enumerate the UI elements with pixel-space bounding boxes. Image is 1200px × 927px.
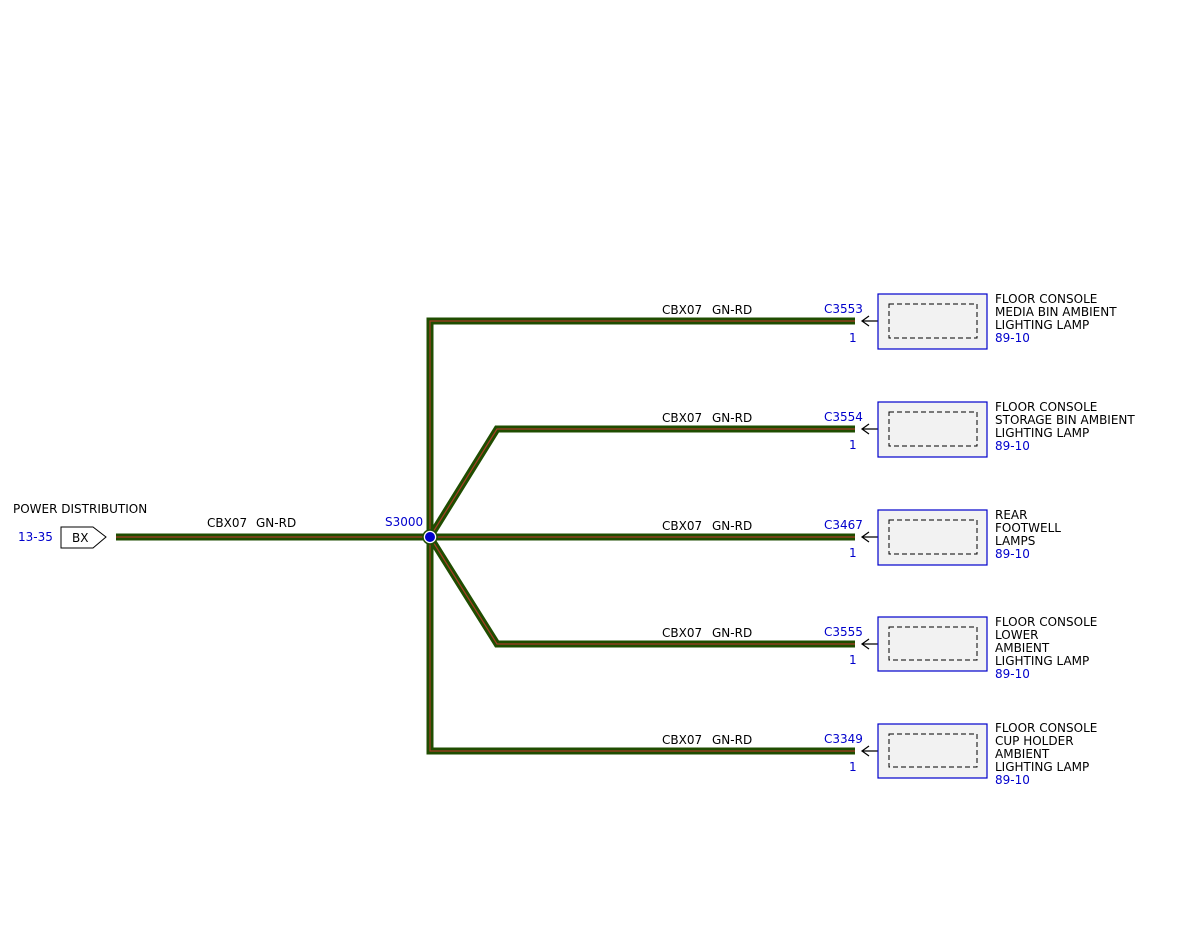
branch-1-name-line-3: LIGHTING LAMP: [995, 318, 1089, 332]
branch-1-name-line-2: MEDIA BIN AMBIENT: [995, 305, 1117, 319]
splice-label[interactable]: S3000: [385, 515, 423, 529]
branch-4-pin: 1: [849, 653, 857, 667]
branch-2-wire-code: CBX07: [662, 411, 702, 425]
branch-4-name-line-3: AMBIENT: [995, 641, 1050, 655]
branch-4: CBX07 GN-RD C3555 1 FLOOR CONSOLE LOWER …: [662, 615, 1097, 681]
wire-branch-2-stripe: [429, 428, 855, 538]
branch-1-component-inner: [888, 303, 978, 339]
branch-1-name-line-1: FLOOR CONSOLE: [995, 292, 1097, 306]
branch-5-wire-code: CBX07: [662, 733, 702, 747]
branch-4-wire-color: GN-RD: [712, 626, 752, 640]
source-wire-code: CBX07: [207, 516, 247, 530]
branch-5: CBX07 GN-RD C3349 1 FLOOR CONSOLE CUP HO…: [662, 721, 1097, 787]
wire-branch-2[interactable]: [427, 425, 855, 539]
wire-branch-5-stripe: [429, 537, 855, 752]
branch-3-page-ref[interactable]: 89-10: [995, 547, 1030, 561]
splice-group: S3000: [385, 515, 438, 545]
branch-2-connector-id[interactable]: C3554: [824, 410, 863, 424]
wires-group: [116, 317, 855, 755]
branch-4-component-inner: [888, 626, 978, 661]
source-connector-label: BX: [72, 531, 88, 545]
branch-3-component-inner: [888, 519, 978, 555]
branch-2-wire-color: GN-RD: [712, 411, 752, 425]
branch-2-component-box[interactable]: [877, 401, 988, 458]
wire-branch-4-stripe: [429, 536, 855, 645]
branch-3-wire-color: GN-RD: [712, 519, 752, 533]
branch-4-connector-id[interactable]: C3555: [824, 625, 863, 639]
branch-4-wire-code: CBX07: [662, 626, 702, 640]
branch-5-name-line-2: CUP HOLDER: [995, 734, 1074, 748]
branch-5-name-line-3: AMBIENT: [995, 747, 1050, 761]
branch-1-connector-id[interactable]: C3553: [824, 302, 863, 316]
branch-5-component-box[interactable]: [877, 723, 988, 779]
branch-1-wire-code: CBX07: [662, 303, 702, 317]
branch-4-page-ref[interactable]: 89-10: [995, 667, 1030, 681]
branch-3-connector-id[interactable]: C3467: [824, 518, 863, 532]
branch-3: CBX07 GN-RD C3467 1 REAR FOOTWELL LAMPS …: [662, 508, 1061, 566]
source-wire-color: GN-RD: [256, 516, 296, 530]
branch-1-pin: 1: [849, 331, 857, 345]
branch-2: CBX07 GN-RD C3554 1 FLOOR CONSOLE STORAG…: [662, 400, 1135, 458]
branch-4-name-line-2: LOWER: [995, 628, 1039, 642]
source-title: POWER DISTRIBUTION: [13, 502, 147, 516]
branch-3-pin: 1: [849, 546, 857, 560]
branch-5-connector-id[interactable]: C3349: [824, 732, 863, 746]
branch-3-component-box[interactable]: [877, 509, 988, 566]
bx-connector-shape: [60, 526, 107, 549]
branch-4-name-line-1: FLOOR CONSOLE: [995, 615, 1097, 629]
branch-3-name-line-2: FOOTWELL: [995, 521, 1061, 535]
branch-5-name-line-4: LIGHTING LAMP: [995, 760, 1089, 774]
branch-2-name-line-1: FLOOR CONSOLE: [995, 400, 1097, 414]
branch-2-pin: 1: [849, 438, 857, 452]
wire-branch-1-stripe: [429, 320, 855, 537]
branch-5-component-inner: [888, 733, 978, 768]
branch-4-name-line-4: LIGHTING LAMP: [995, 654, 1089, 668]
branch-2-name-line-3: LIGHTING LAMP: [995, 426, 1089, 440]
branch-4-component-box[interactable]: [877, 616, 988, 672]
branch-5-pin: 1: [849, 760, 857, 774]
wire-branch-4[interactable]: [427, 535, 855, 648]
branch-3-wire-code: CBX07: [662, 519, 702, 533]
branch-3-name-line-1: REAR: [995, 508, 1027, 522]
branch-1-wire-color: GN-RD: [712, 303, 752, 317]
source-connector[interactable]: BX: [60, 526, 107, 549]
branch-1-component-box[interactable]: [877, 293, 988, 350]
branch-1-page-ref[interactable]: 89-10: [995, 331, 1030, 345]
branch-2-page-ref[interactable]: 89-10: [995, 439, 1030, 453]
splice-node[interactable]: [425, 532, 435, 542]
branch-2-name-line-2: STORAGE BIN AMBIENT: [995, 413, 1135, 427]
branch-2-component-inner: [888, 411, 978, 447]
branch-5-wire-color: GN-RD: [712, 733, 752, 747]
branch-5-page-ref[interactable]: 89-10: [995, 773, 1030, 787]
branch-3-name-line-3: LAMPS: [995, 534, 1035, 548]
branch-5-name-line-1: FLOOR CONSOLE: [995, 721, 1097, 735]
source-group: POWER DISTRIBUTION 13-35 BX CBX07 GN-RD: [13, 502, 296, 549]
branch-1: CBX07 GN-RD C3553 1 FLOOR CONSOLE MEDIA …: [662, 292, 1117, 350]
source-page-ref[interactable]: 13-35: [18, 530, 53, 544]
